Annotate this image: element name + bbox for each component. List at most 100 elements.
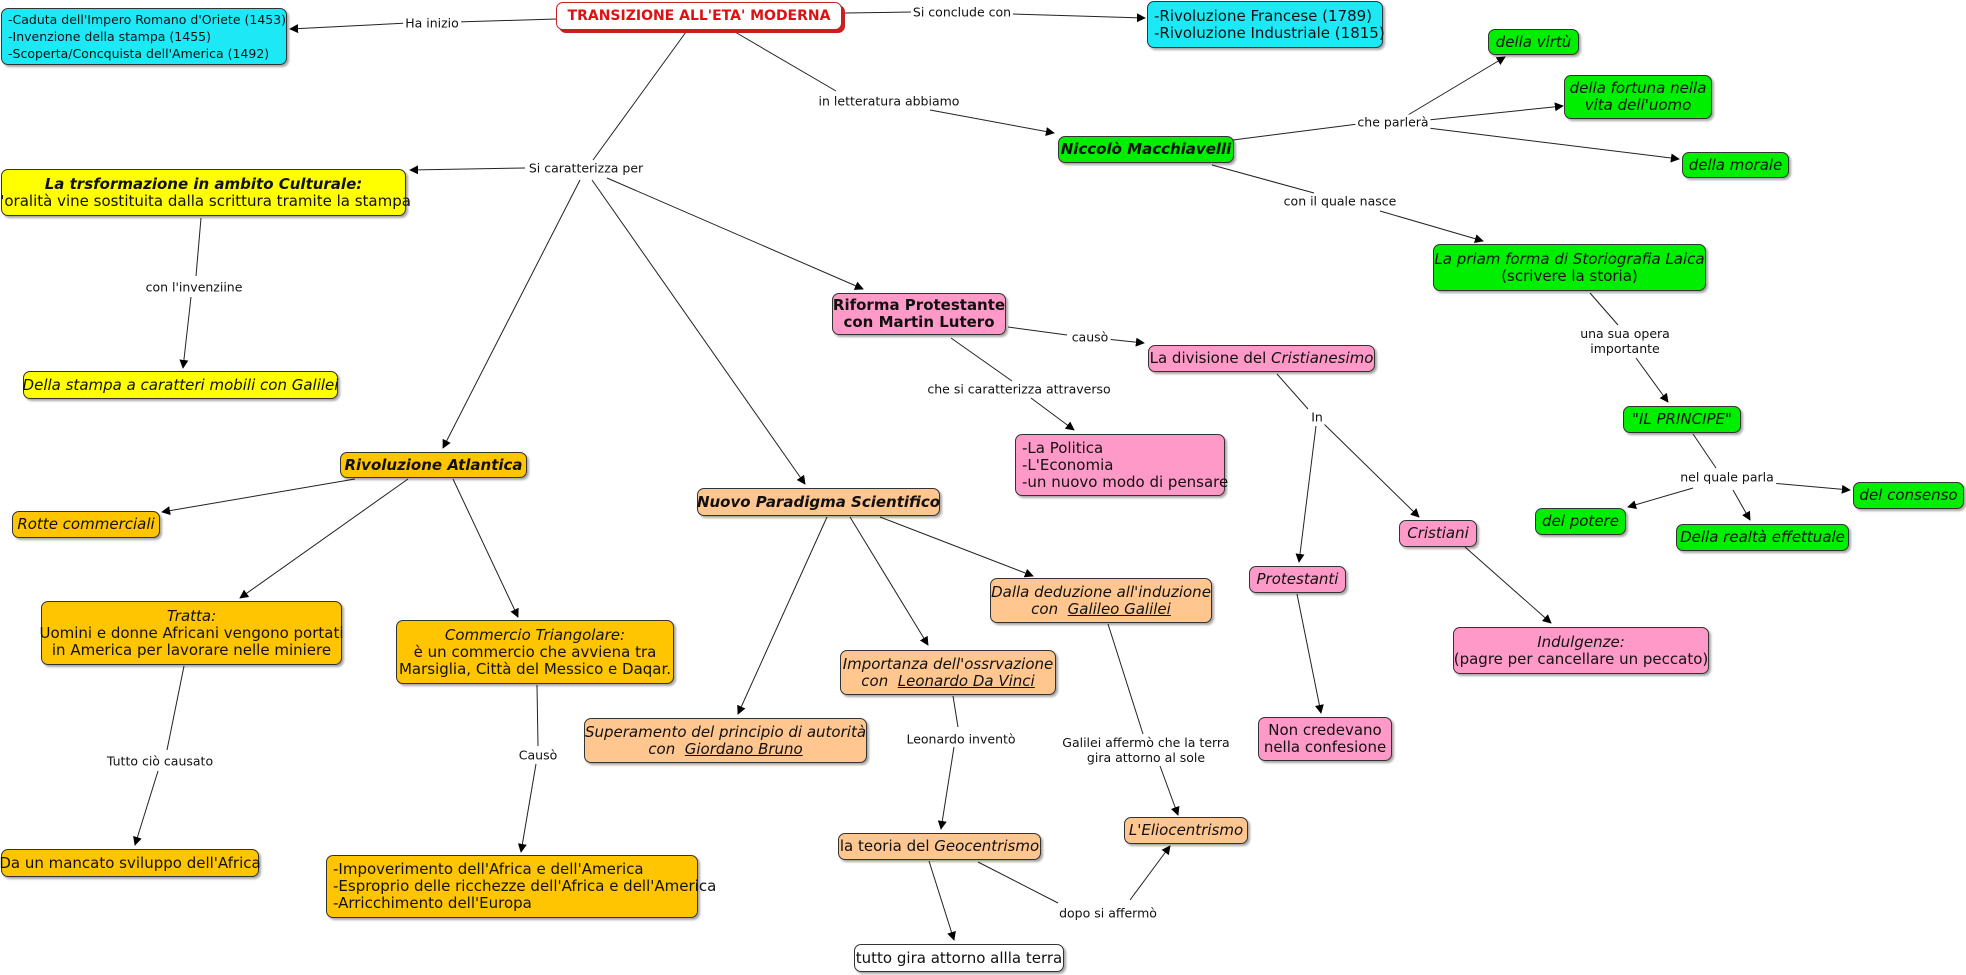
edge-causato-mancato — [133, 770, 159, 846]
edge-divisione-label-in — [1276, 373, 1309, 410]
superamento-node[interactable]: Superamento del principio di autorità co… — [584, 718, 867, 763]
politica-line: -La Politica — [1022, 438, 1104, 457]
edge-paradigma-superamento — [737, 516, 828, 715]
edge-title-label-caratterizza — [592, 31, 687, 161]
riforma-line: Riforma Protestante — [832, 296, 1006, 314]
edge-atlantica-commercio — [452, 478, 519, 618]
fortuna-line: della fortuna nella — [1569, 79, 1707, 97]
link-label-con-invenzione: con l'invenziine — [143, 279, 245, 295]
impoverimento-line: -Esproprio delle ricchezze dell'Africa e… — [333, 877, 717, 895]
inizio-line: -Caduta dell'Impero Romano d'Oriete (145… — [8, 12, 287, 27]
commercio-node[interactable]: Commercio Triangolare: è un commercio ch… — [396, 620, 674, 684]
potere-text: del potere — [1542, 512, 1619, 530]
teoria-pre: la teoria del — [839, 837, 930, 855]
teoria-it: Geocentrismo — [934, 837, 1040, 855]
eliocentrismo-text: L'Eliocentrismo — [1128, 821, 1244, 839]
culturale-node[interactable]: La trsformazione in ambito Culturale: l'… — [0, 169, 411, 216]
importanza-name: Leonardo Da Vinci — [897, 671, 1035, 690]
edge-teoria-tutto — [928, 860, 956, 941]
fortuna-node[interactable]: della fortuna nella vita dell'uomo — [1564, 75, 1712, 119]
edge-macchiavelli-label-conquale — [1211, 164, 1315, 194]
edge-riforma-label-caratterizza — [950, 337, 1013, 382]
edge-cristiani-indulgenze — [1464, 546, 1552, 624]
link-label-causo-cap: Causò — [516, 747, 560, 763]
link-label-una-sua-opera: una sua opera importante — [1578, 326, 1672, 356]
link-label-galilei-affermo: Galilei affermò che la terra gira attorn… — [1060, 735, 1232, 765]
divisione-node[interactable]: La divisione del Cristianesimo — [1148, 345, 1375, 372]
divisione-pre: La divisione del — [1149, 349, 1267, 367]
protestanti-node[interactable]: Protestanti — [1249, 566, 1346, 593]
cristiani-node[interactable]: Cristiani — [1399, 520, 1477, 547]
edge-caratterizza-politica — [1030, 397, 1075, 431]
edge-parlera-morale — [1427, 127, 1680, 163]
politica-line: -L'Economia — [1022, 455, 1114, 474]
edge-paradigma-deduzione — [879, 516, 1034, 578]
indulgenze-node[interactable]: Indulgenze: (pagre per cancellare un pec… — [1453, 627, 1709, 674]
macchiavelli-text: Niccolò Macchiavelli — [1060, 140, 1232, 158]
edge-causo-divisione — [1105, 337, 1145, 347]
atlantica-node[interactable]: Rivoluzione Atlantica — [340, 452, 527, 478]
mancato-node[interactable]: Da un mancato sviluppo dell'Africa — [0, 849, 261, 877]
paradigma-node[interactable]: Nuovo Paradigma Scientifico — [697, 488, 940, 516]
edge-causo-impoverimento — [517, 763, 537, 853]
riforma-node[interactable]: Riforma Protestante con Martin Lutero — [832, 293, 1006, 335]
impoverimento-node[interactable]: -Impoverimento dell'Africa e dell'Americ… — [326, 855, 716, 918]
edge-storiografia-label-opera — [1589, 292, 1619, 326]
macchiavelli-node[interactable]: Niccolò Macchiavelli — [1058, 136, 1234, 163]
tratta-line: Uomini e donne Africani vengono portati — [39, 623, 344, 642]
stampa-node[interactable]: Della stampa a caratteri mobili con Gali… — [23, 371, 338, 399]
una-sua-opera-line: una sua opera — [1580, 326, 1670, 341]
consenso-node[interactable]: del consenso — [1853, 482, 1964, 509]
link-label-si-caratterizza: Si caratterizza per — [526, 160, 646, 176]
tutto-node[interactable]: tutto gira attorno allla terra — [854, 944, 1064, 972]
eliocentrismo-node[interactable]: L'Eliocentrismo — [1124, 817, 1248, 844]
realta-node[interactable]: Della realtà effettuale — [1676, 524, 1849, 551]
noncredevano-node[interactable]: Non credevano nella confesione — [1258, 717, 1392, 761]
conclusione-line: -Rivoluzione Francese (1789) — [1154, 6, 1373, 25]
link-label-in-letteratura: in letteratura abbiamo — [816, 93, 962, 109]
link-label-in: In — [1309, 409, 1325, 425]
link-label-con-il-quale: con il quale nasce — [1281, 193, 1399, 209]
edge-hainizio-inizio — [289, 22, 409, 34]
importanza-node[interactable]: Importanza dell'ossrvazione con Leonardo… — [840, 650, 1056, 695]
edge-culturale-label-invenzione — [195, 217, 202, 277]
potere-node[interactable]: del potere — [1535, 508, 1626, 535]
culturale-text: l'oralità vine sostituita dalla scrittur… — [0, 191, 411, 210]
paradigma-text: Nuovo Paradigma Scientifico — [696, 492, 941, 511]
principe-node[interactable]: "IL PRINCIPE" — [1623, 406, 1741, 433]
superamento-line2: con Giordano Bruno — [585, 740, 866, 758]
edge-protestanti-noncredevano — [1296, 593, 1324, 714]
virtu-node[interactable]: della virtù — [1488, 29, 1579, 55]
edge-in-cristiani — [1323, 423, 1420, 518]
importanza-line2: con Leonardo Da Vinci — [843, 671, 1054, 690]
edge-importanza-label-leonardo — [952, 695, 959, 728]
tratta-node[interactable]: Tratta: Uomini e donne Africani vengono … — [39, 601, 344, 665]
deduzione-line1: Dalla deduzione all'induzione — [991, 582, 1211, 601]
politica-node[interactable]: -La Politica -L'Economia -un nuovo modo … — [1015, 434, 1228, 496]
virtu-text: della virtù — [1495, 32, 1572, 51]
fortuna-line: vita dell'uomo — [1584, 96, 1692, 114]
importanza-line1: Importanza dell'ossrvazione — [842, 654, 1054, 673]
tratta-title: Tratta: — [166, 606, 217, 625]
storiografia-node[interactable]: La priam forma di Storiografia Laica (sc… — [1433, 244, 1706, 291]
rotte-node[interactable]: Rotte commerciali — [12, 511, 160, 538]
morale-node[interactable]: della morale — [1682, 152, 1789, 178]
title-node[interactable]: TRANSIZIONE ALL'ETA' MODERNA — [556, 2, 842, 30]
deduzione-node[interactable]: Dalla deduzione all'induzione con Galile… — [990, 578, 1212, 623]
culturale-title: La trsformazione in ambito Culturale: — [44, 174, 363, 193]
noncredevano-line: nella confesione — [1263, 738, 1387, 756]
morale-text: della morale — [1688, 155, 1783, 174]
conclusione-node[interactable]: -Rivoluzione Francese (1789) -Rivoluzion… — [1147, 1, 1385, 48]
link-label-ha-inizio: Ha inizio — [403, 15, 461, 31]
galilei-affermo-line: Galilei affermò che la terra — [1062, 735, 1230, 750]
protestanti-text: Protestanti — [1256, 570, 1339, 588]
atlantica-text: Rivoluzione Atlantica — [344, 455, 523, 474]
link-label-leonardo-invento: Leonardo inventò — [904, 731, 1018, 747]
edge-letteratura-macchiavelli — [929, 109, 1055, 136]
inizio-node[interactable]: -Caduta dell'Impero Romano d'Oriete (145… — [1, 8, 287, 65]
edge-parla-realta — [1732, 489, 1751, 521]
edge-conquale-storiografia — [1379, 210, 1484, 244]
edge-leonardo-teoria — [937, 746, 955, 830]
teoria-node[interactable]: la teoria del Geocentrismo — [838, 833, 1041, 860]
